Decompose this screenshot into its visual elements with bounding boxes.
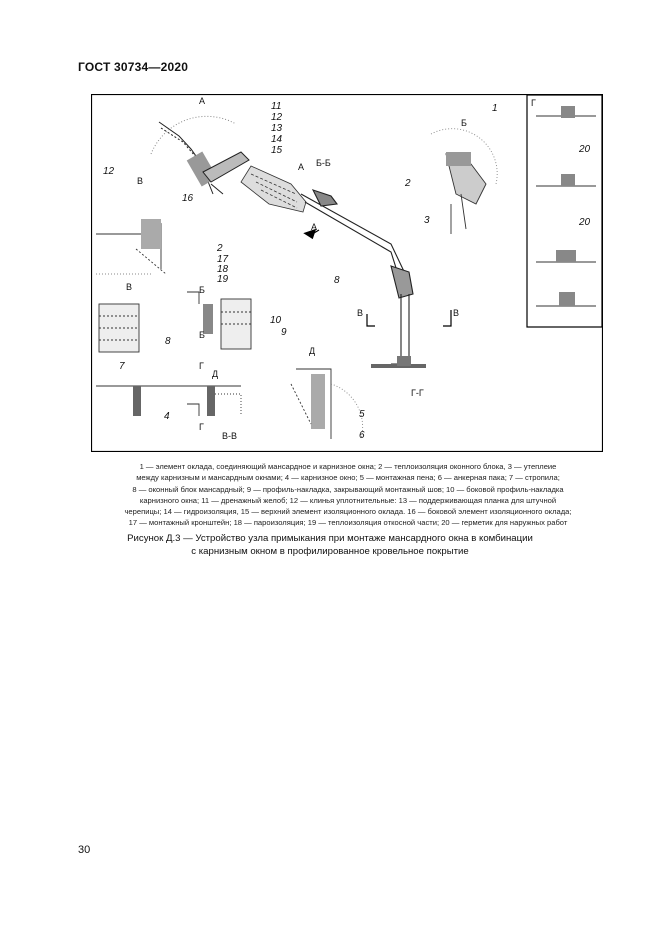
label-vv-section: В-В bbox=[222, 431, 238, 441]
section-vv bbox=[96, 385, 242, 416]
label-10: 10 bbox=[270, 315, 282, 326]
figure-caption: Рисунок Д.3 — Устройство узла примыкания… bbox=[80, 532, 580, 558]
label-4: 4 bbox=[164, 411, 170, 422]
roof-window-diagonal bbox=[300, 189, 426, 368]
label-gg-section: Г-Г bbox=[411, 388, 424, 398]
label-15: 15 bbox=[271, 145, 283, 156]
label-2-right: 2 bbox=[405, 178, 411, 189]
label-13: 13 bbox=[271, 123, 283, 134]
label-12-left: 12 bbox=[103, 166, 115, 177]
label-6: 6 bbox=[359, 430, 365, 441]
label-11: 11 bbox=[271, 101, 282, 112]
label-a-mid: А bbox=[298, 162, 305, 172]
label-1: 1 bbox=[492, 103, 498, 114]
detail-a bbox=[150, 115, 250, 195]
section-bb bbox=[240, 165, 307, 213]
section-bb-side bbox=[98, 291, 252, 353]
label-v-arrow-left: В bbox=[357, 308, 364, 318]
label-20a: 20 bbox=[579, 144, 591, 155]
legend-line-1: 1 — элемент оклада, соединяющий мансардн… bbox=[139, 462, 557, 471]
label-g-arrow1: Г bbox=[199, 361, 204, 371]
label-2: 2 bbox=[217, 243, 223, 254]
label-9: 9 bbox=[281, 327, 287, 338]
detail-d bbox=[290, 368, 364, 440]
label-g-panel: Г bbox=[531, 98, 536, 108]
label-d-arrow: Д bbox=[212, 369, 219, 379]
page-number: 30 bbox=[78, 844, 91, 856]
caption-line-1: Рисунок Д.3 — Устройство узла примыкания… bbox=[127, 533, 533, 544]
label-d-top: Д bbox=[309, 346, 316, 356]
caption-line-2: с карнизным окном в профилированное кров… bbox=[191, 546, 469, 557]
legend-line-5: черепицы; 14 — гидроизоляция, 15 — верхн… bbox=[124, 507, 572, 517]
label-b-arrow1: Б bbox=[199, 285, 205, 295]
label-16: 16 bbox=[182, 193, 194, 204]
panel-g-details bbox=[536, 106, 596, 307]
label-20b: 20 bbox=[579, 217, 591, 228]
label-7: 7 bbox=[119, 361, 125, 372]
label-v-sec: В bbox=[126, 282, 133, 292]
legend-line-6: 17 — монтажный кронштейн; 18 — пароизоля… bbox=[128, 518, 568, 528]
label-b-top: Б bbox=[461, 118, 467, 128]
label-14: 14 bbox=[271, 134, 283, 145]
label-g-arrow2: Г bbox=[199, 422, 204, 432]
label-b-arrow2: Б bbox=[199, 330, 205, 340]
label-5: 5 bbox=[359, 409, 365, 420]
label-a-top: А bbox=[199, 96, 206, 106]
label-8-left: 8 bbox=[165, 336, 171, 347]
technical-drawing: А 11 12 13 14 15 1 Б Б-Б А 12 В 16 2 3 А… bbox=[91, 94, 603, 452]
legend-line-3: 8 — оконный блок мансардный; 9 — профиль… bbox=[132, 484, 564, 494]
label-a-arrow: А bbox=[311, 222, 318, 232]
section-arrows-v bbox=[303, 228, 452, 327]
label-v-arrow-right: В bbox=[453, 308, 460, 318]
detail-b bbox=[430, 128, 498, 234]
legend-line-4: карнизного окна; 11 — дренажный желоб; 1… bbox=[139, 495, 557, 505]
label-18: 18 bbox=[217, 264, 229, 275]
label-3: 3 bbox=[424, 215, 430, 226]
document-header: ГОСТ 30734—2020 bbox=[78, 60, 189, 74]
label-v-left: В bbox=[137, 176, 144, 186]
label-17: 17 bbox=[217, 254, 229, 265]
label-bb-section: Б-Б bbox=[316, 158, 331, 168]
drawing-graphics bbox=[91, 94, 603, 452]
legend-line-2: между карнизным и мансардным окнами; 4 —… bbox=[136, 473, 560, 483]
label-19: 19 bbox=[217, 274, 229, 285]
label-8-mid: 8 bbox=[334, 275, 340, 286]
figure-legend: 1 — элемент оклада, соединяющий мансардн… bbox=[88, 461, 608, 529]
detail-v bbox=[96, 219, 167, 275]
label-12: 12 bbox=[271, 112, 283, 123]
